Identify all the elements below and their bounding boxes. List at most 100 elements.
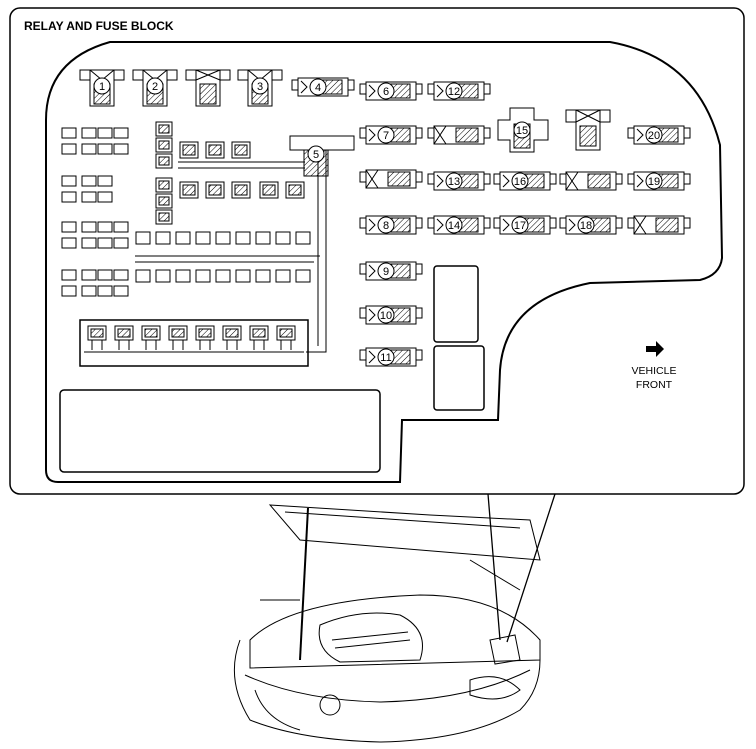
strip-fuse-element	[279, 328, 293, 338]
callout-number: 6	[383, 86, 389, 98]
fuse-terminal	[359, 171, 367, 183]
car-illustration	[233, 504, 541, 743]
fuse-terminal	[427, 173, 435, 185]
fuse-terminal	[427, 127, 435, 139]
mini-fuse	[113, 269, 129, 281]
callout-number: 4	[315, 82, 321, 94]
fuse-cross	[633, 215, 647, 235]
callout-number: 10	[380, 310, 392, 322]
mini-fuse	[97, 143, 113, 155]
callout-number: 16	[514, 176, 526, 188]
fuse-cross	[365, 169, 379, 189]
mini-fuse-element	[158, 212, 170, 222]
callout-number: 19	[648, 176, 660, 188]
mini-fuse	[295, 231, 311, 245]
callout-circle	[645, 172, 663, 190]
fuse-terminal	[627, 217, 635, 229]
callout-circle	[377, 126, 395, 144]
mini-fuse	[215, 269, 231, 283]
callout-circle	[377, 82, 395, 100]
mini-fuse	[135, 231, 151, 245]
fuse-1	[427, 125, 491, 145]
mini-fuse-element	[208, 184, 222, 196]
mini-fuse	[195, 269, 211, 283]
callout-circle	[511, 216, 529, 234]
fuse-terminal	[359, 349, 367, 361]
mini-fuse-element	[182, 184, 196, 196]
mini-fuse-element	[158, 140, 170, 150]
fuse-terminal	[427, 83, 435, 95]
mini-fuse	[215, 231, 231, 245]
callout-circle	[445, 216, 463, 234]
fuse-terminal	[415, 263, 423, 275]
mini-fuse	[255, 269, 271, 283]
relay-unlabeled	[185, 69, 231, 107]
mini-fuse	[97, 175, 113, 187]
mini-fuse	[235, 269, 251, 283]
fuse-element	[587, 173, 611, 189]
callout-number: 14	[448, 220, 460, 232]
callout-number: 3	[257, 81, 263, 93]
fuse-12: 12	[427, 81, 491, 101]
fuse-19: 19	[627, 171, 691, 191]
callout-circle	[309, 78, 327, 96]
left-fuse-group	[61, 121, 311, 297]
fuse-mark	[636, 128, 644, 142]
fuse-8: 8	[359, 215, 423, 235]
fuse-terminal	[493, 173, 501, 185]
callout-number: 7	[383, 130, 389, 142]
callout-circle	[307, 145, 325, 163]
fuse-mark	[368, 128, 376, 142]
fuse-13: 13	[427, 171, 491, 191]
mini-fuse	[113, 285, 129, 297]
mini-fuse	[61, 237, 77, 249]
mini-fuse	[97, 285, 113, 297]
fuse-cross	[565, 171, 579, 191]
callout-number: 18	[580, 220, 592, 232]
mini-fuse	[97, 191, 113, 203]
mini-fuse	[61, 269, 77, 281]
mini-fuse	[61, 285, 77, 297]
strip-fuses	[84, 325, 304, 353]
callout-number: 17	[514, 220, 526, 232]
relay-cross	[195, 69, 221, 81]
fuse-20: 20	[627, 125, 691, 145]
strip-fuse-element	[117, 328, 131, 338]
fuse-terminal	[493, 217, 501, 229]
fuse-block-outline	[45, 41, 724, 483]
callout-number: 20	[648, 130, 660, 142]
mini-fuse-element	[158, 196, 170, 206]
fuse-terminal	[359, 307, 367, 319]
fuse-mark	[502, 174, 510, 188]
callout-circle	[513, 121, 531, 139]
callout-number: 2	[152, 81, 158, 93]
vehicle-front-arrow-icon	[646, 341, 664, 357]
mini-fuse	[155, 269, 171, 283]
mini-fuse	[81, 269, 97, 281]
fuse-1	[627, 215, 691, 235]
relay-unlabeled-2	[565, 109, 611, 151]
fuse-element	[455, 127, 479, 143]
fuse-mark	[436, 174, 444, 188]
fuse-terminal	[415, 217, 423, 229]
fuse-11: 11	[359, 347, 423, 367]
mini-fuse	[61, 175, 77, 187]
fuse-9: 9	[359, 261, 423, 281]
fuse-mark	[502, 218, 510, 232]
fuse-terminal	[615, 173, 623, 185]
strip-fuse-element	[90, 328, 104, 338]
fuse-mark	[368, 308, 376, 322]
fuse-mark	[368, 264, 376, 278]
fuse-1	[359, 169, 423, 189]
fuse-cross	[433, 125, 447, 145]
callout-circle	[377, 262, 395, 280]
fuse-terminal	[683, 173, 691, 185]
callout-leader	[487, 493, 556, 643]
mini-fuse	[155, 231, 171, 245]
mini-fuse	[295, 269, 311, 283]
fuse-terminal	[549, 217, 557, 229]
callout-circle	[445, 172, 463, 190]
relay-cross	[575, 109, 601, 123]
